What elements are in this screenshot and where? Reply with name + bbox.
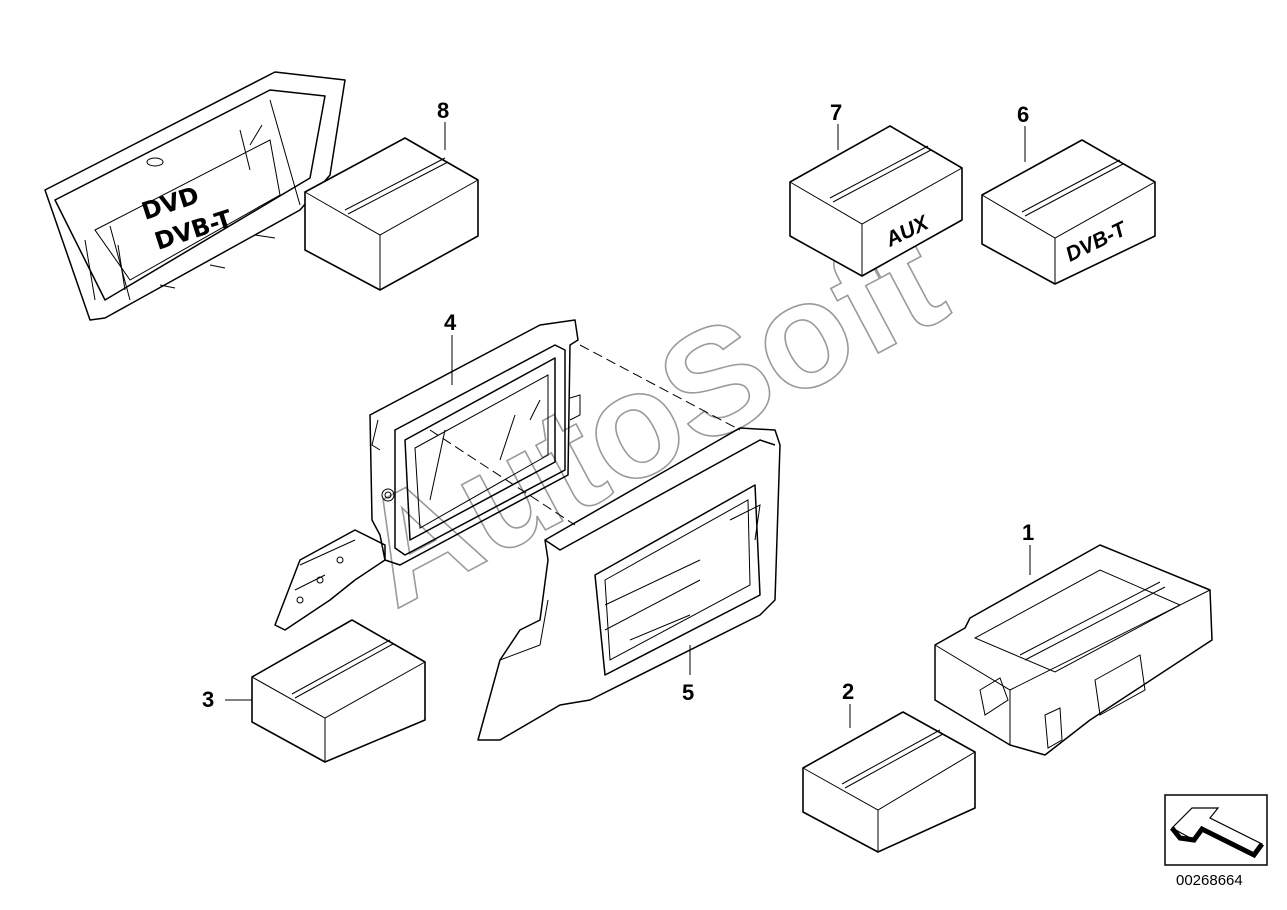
box-2 <box>802 711 976 853</box>
box-3 <box>251 619 426 763</box>
box-6: DVB-T <box>981 139 1156 285</box>
console-frame <box>477 427 781 741</box>
box-7: AUX <box>789 125 963 277</box>
callout-5: 5 <box>682 680 694 705</box>
callout-7: 7 <box>830 100 842 125</box>
callout-2: 2 <box>842 679 854 704</box>
callout-6: 6 <box>1017 102 1029 127</box>
callout-3: 3 <box>202 687 214 712</box>
diagram-id: 00268664 <box>1176 872 1243 889</box>
callout-1: 1 <box>1022 520 1034 545</box>
box-8 <box>304 137 479 291</box>
tuner-module <box>934 544 1213 756</box>
orientation-arrow-icon <box>1164 794 1268 866</box>
monitor-unit <box>274 319 581 631</box>
callout-4: 4 <box>444 310 457 335</box>
dashboard-display: DVD DVB-T <box>44 71 346 321</box>
callout-8: 8 <box>437 98 449 123</box>
